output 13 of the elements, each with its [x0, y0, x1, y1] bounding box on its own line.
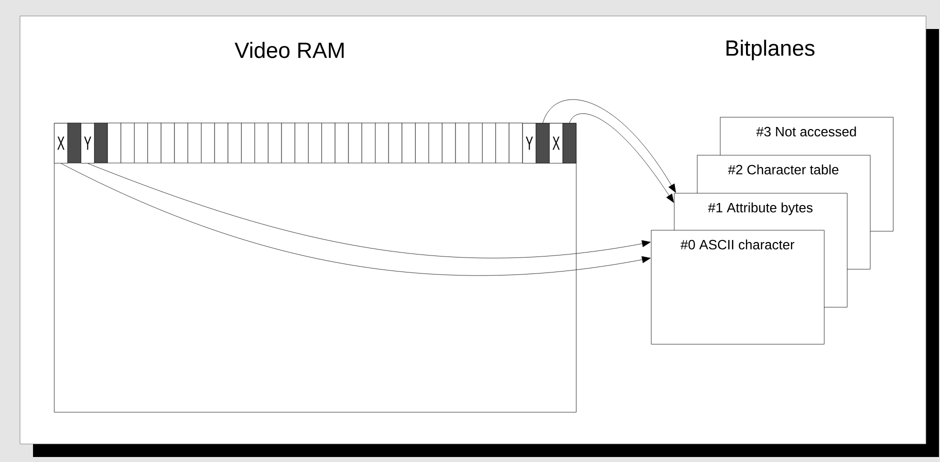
- memory-cell: Y: [80, 123, 95, 164]
- arrow: [542, 100, 676, 193]
- bitplane-box: #0 ASCII character: [651, 230, 824, 344]
- memory-cell: Y: [522, 123, 536, 164]
- arrow: [87, 163, 651, 258]
- heading: Bitplanes: [726, 40, 814, 60]
- memory-cell: X: [549, 123, 564, 164]
- shaded-cell: [562, 123, 576, 164]
- node-label: Video RAM: [234, 42, 344, 58]
- memory-cell: X: [54, 123, 68, 164]
- shaded-cell: [536, 123, 550, 164]
- arrow: [60, 163, 651, 276]
- arrow: [569, 113, 674, 203]
